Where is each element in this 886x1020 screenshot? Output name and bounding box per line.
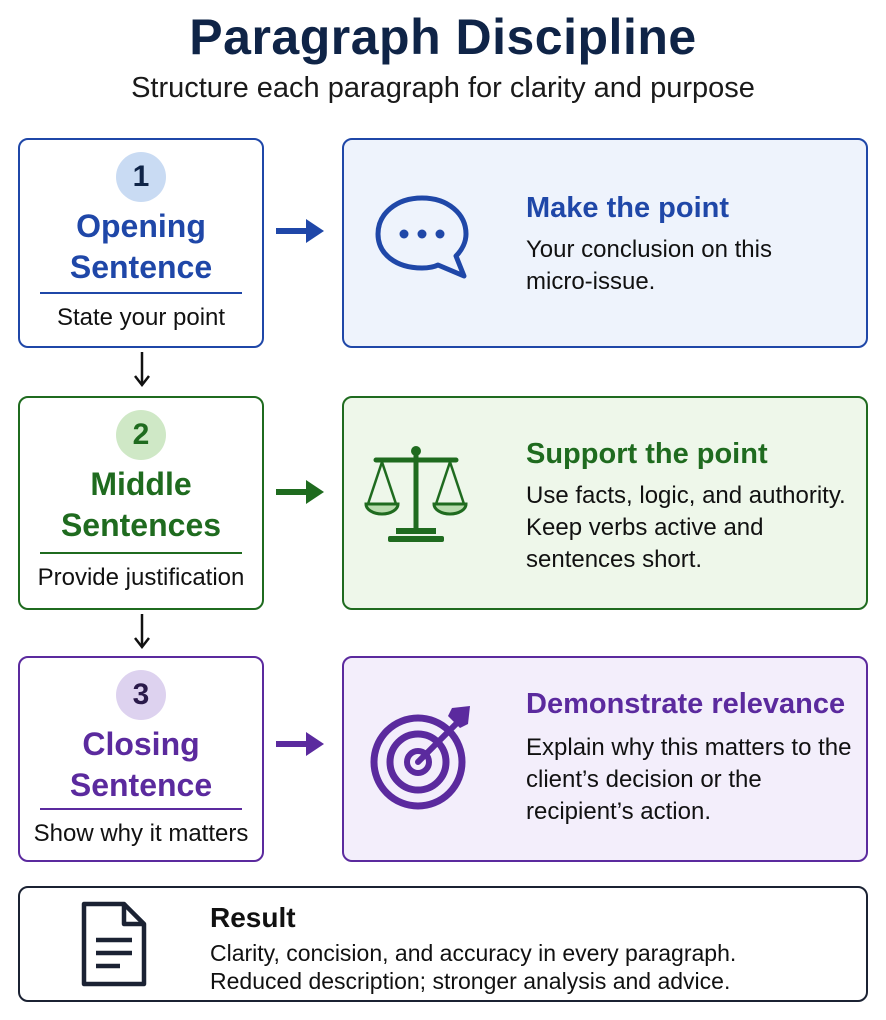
detail-body: Your conclusion on this micro-issue. [526, 234, 856, 298]
detail-body-line: micro-issue. [526, 268, 656, 295]
step-divider [40, 552, 242, 554]
step-title-line: Closing [82, 726, 200, 762]
detail-body-line: Your conclusion on this [526, 236, 772, 263]
detail-body-line: Explain why this matters to the [526, 734, 852, 761]
step-box-opening: 1 Opening Sentence State your point [18, 138, 264, 348]
arrow-down-icon [134, 614, 150, 650]
detail-box-support-point: Support the point Use facts, logic, and … [342, 396, 868, 610]
step-subtitle: State your point [56, 304, 226, 331]
step-title: Middle Sentences [20, 464, 262, 546]
step-divider [40, 292, 242, 294]
arrow-down-icon [134, 352, 150, 388]
result-line: Clarity, concision, and accuracy in ever… [210, 940, 737, 966]
arrow-right-icon [276, 732, 324, 756]
detail-heading: Support the point [526, 438, 768, 470]
step-title-line: Sentence [69, 767, 213, 803]
detail-heading: Make the point [526, 192, 730, 224]
document-icon [81, 901, 147, 987]
result-title: Result [210, 902, 296, 933]
detail-body-line: client’s decision or the [526, 766, 762, 793]
detail-body-line: Use facts, logic, and authority. [526, 482, 846, 509]
detail-body: Explain why this matters to the client’s… [526, 732, 856, 828]
step-number-badge: 3 [116, 670, 166, 720]
detail-body-line: Keep verbs active and [526, 514, 764, 541]
step-title-line: Sentences [60, 507, 222, 543]
step-title-line: Sentence [69, 249, 213, 285]
speech-bubble-icon [375, 195, 469, 279]
page-title: Paragraph Discipline [189, 9, 697, 65]
step-subtitle: Show why it matters [33, 820, 249, 847]
step-divider [40, 808, 242, 810]
scales-of-justice-icon [364, 446, 468, 542]
detail-body-line: sentences short. [526, 546, 703, 573]
result-box: Result Clarity, concision, and accuracy … [18, 886, 868, 1002]
detail-body: Use facts, logic, and authority. Keep ve… [526, 480, 856, 576]
detail-heading: Demonstrate relevance [526, 688, 846, 720]
result-line: Reduced description; stronger analysis a… [210, 968, 731, 994]
detail-box-demonstrate-relevance: Demonstrate relevance Explain why this m… [342, 656, 868, 862]
arrow-right-icon [276, 480, 324, 504]
step-title: Closing Sentence [20, 724, 262, 806]
step-number-badge: 2 [116, 410, 166, 460]
step-title-line: Middle [90, 466, 192, 502]
step-box-middle: 2 Middle Sentences Provide justification [18, 396, 264, 610]
detail-body-line: recipient’s action. [526, 798, 711, 825]
step-title-line: Opening [76, 208, 206, 244]
step-number-badge: 1 [116, 152, 166, 202]
step-subtitle: Provide justification [37, 564, 245, 591]
step-box-closing: 3 Closing Sentence Show why it matters [18, 656, 264, 862]
target-icon [370, 706, 470, 810]
page-subtitle: Structure each paragraph for clarity and… [131, 72, 755, 104]
arrow-right-icon [276, 219, 324, 243]
step-title: Opening Sentence [20, 206, 262, 288]
detail-box-make-point: Make the point Your conclusion on this m… [342, 138, 868, 348]
